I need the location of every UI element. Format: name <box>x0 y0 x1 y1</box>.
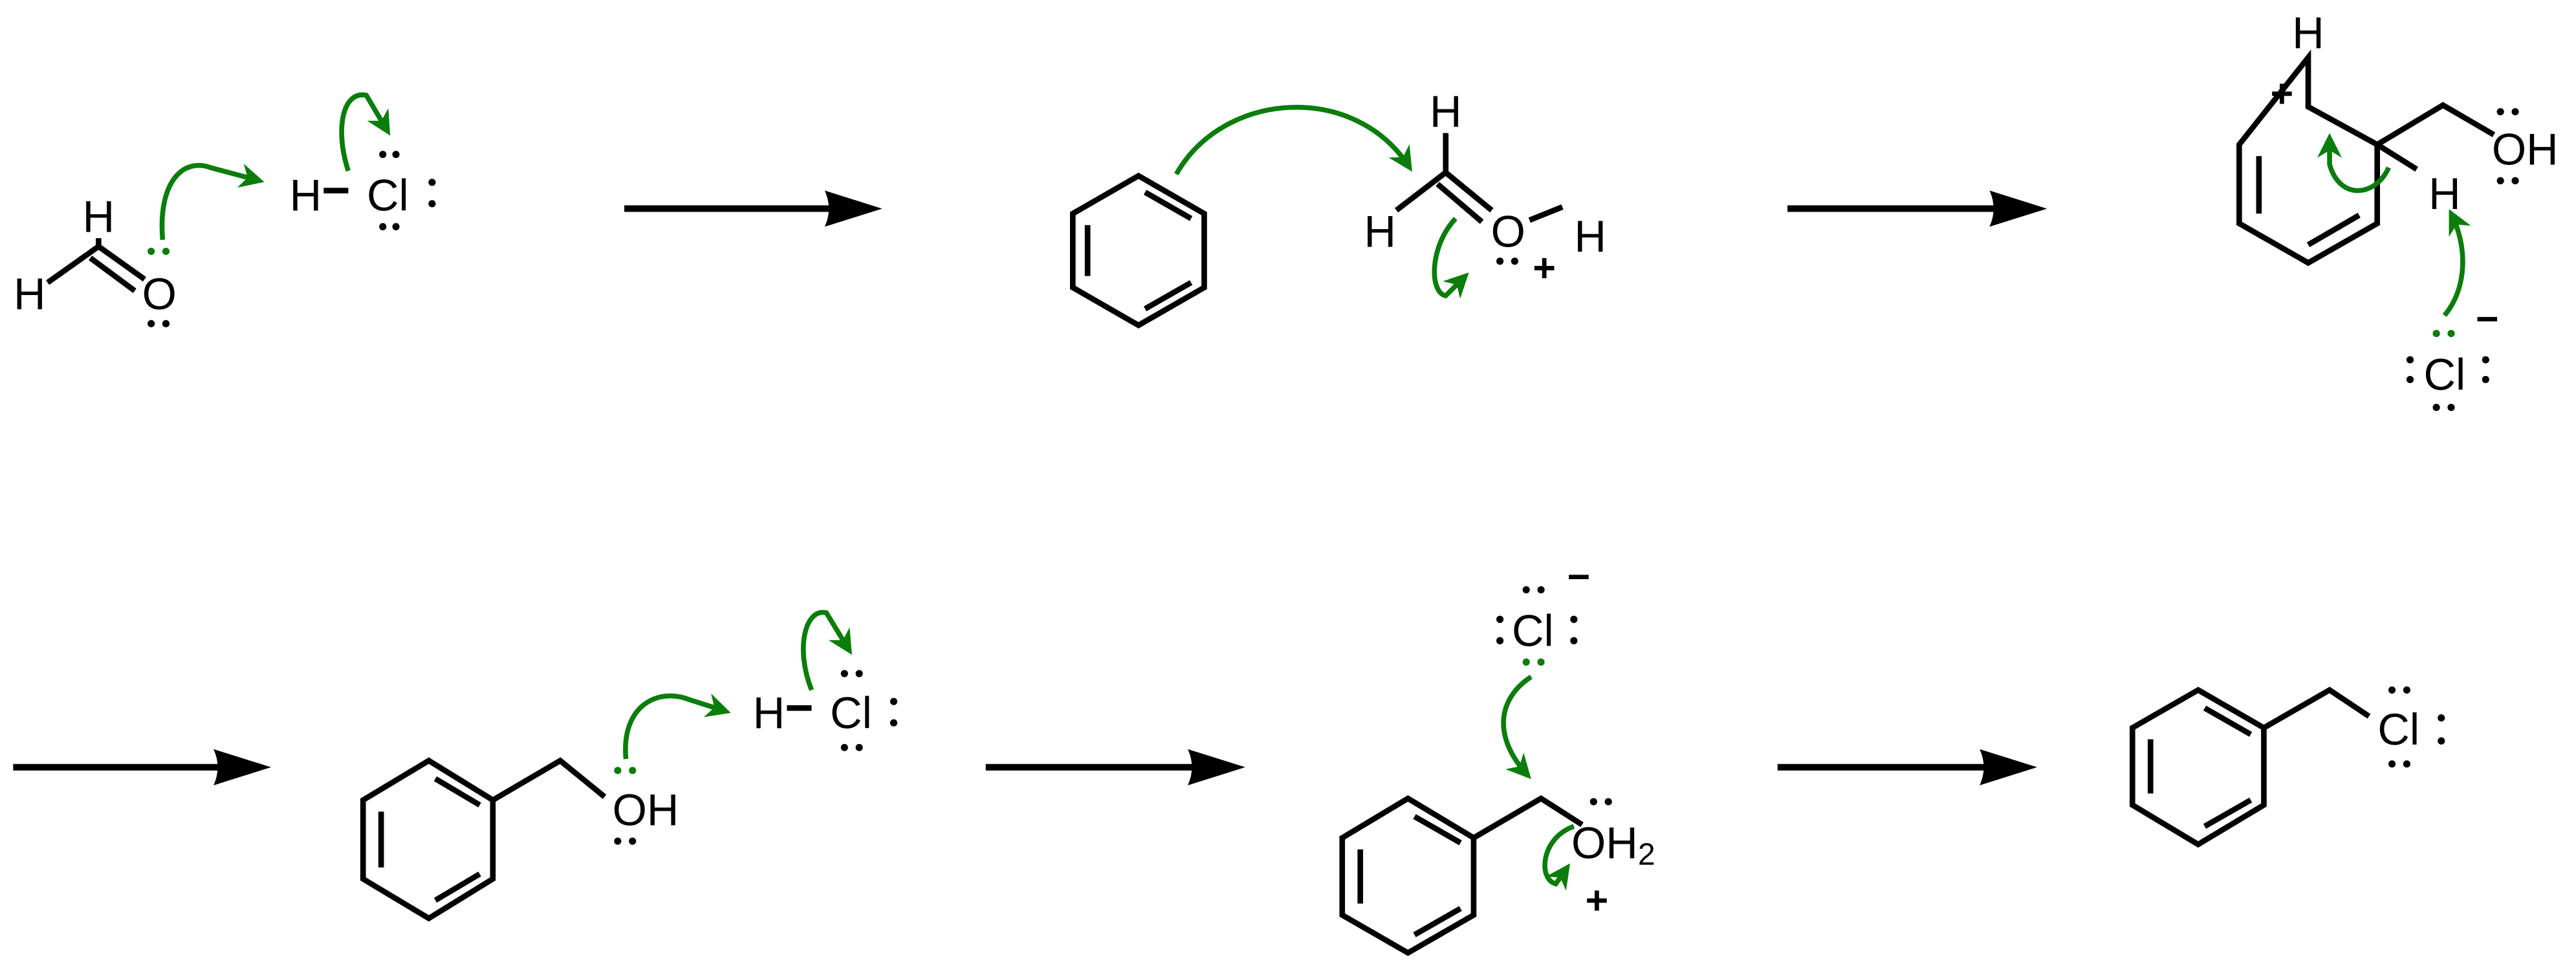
atom-h: H <box>290 171 322 221</box>
atom-cl: Cl <box>367 171 409 221</box>
hydrogen-chloride: H Cl <box>290 151 436 230</box>
formaldehyde: H H O <box>14 192 177 327</box>
bonds <box>46 238 146 293</box>
atom-h: H <box>83 192 115 242</box>
atom-cl: Cl <box>830 688 872 738</box>
chloride-ion: Cl − <box>2406 297 2499 412</box>
atom-cl: Cl <box>2377 705 2419 754</box>
curved-electron-arrow <box>1174 105 1413 176</box>
positive-charge: + <box>2271 72 2294 116</box>
lone-pair-dot <box>147 320 155 327</box>
chloride-ion: Cl − <box>1496 554 1590 666</box>
curved-electron-arrow <box>339 92 391 172</box>
atom-o: O <box>142 269 177 319</box>
atom-h: H <box>2292 8 2324 58</box>
atom-oh: OH <box>2492 125 2559 175</box>
reaction-arrow <box>13 749 272 785</box>
atom-h: H <box>1430 87 1462 137</box>
curved-electron-arrow <box>2317 133 2391 193</box>
curved-electron-arrow <box>1501 674 1533 780</box>
curved-electron-arrow <box>1432 217 1469 299</box>
reaction-arrow <box>624 190 882 227</box>
atom-h: H <box>2429 169 2461 219</box>
curved-electron-arrow <box>1542 824 1575 891</box>
curved-electron-arrow <box>159 162 265 241</box>
protonated-formaldehyde: H H O H + <box>1364 87 1606 290</box>
benzyl-oxonium: OH2 + <box>1339 795 1655 956</box>
curved-electron-arrow <box>801 609 852 691</box>
atom-o: O <box>1491 207 1525 257</box>
atom-h: H <box>14 269 46 319</box>
positive-charge: + <box>1533 246 1556 290</box>
atom-cl: Cl <box>2423 349 2465 399</box>
atom-oh2: OH2 <box>1571 818 1655 872</box>
benzyl-alcohol: OH <box>360 757 679 922</box>
benzene <box>1070 172 1207 329</box>
arenium-intermediate: H + OH H <box>2236 8 2559 267</box>
negative-charge: − <box>1567 554 1591 598</box>
lone-pair-dot <box>162 320 170 327</box>
positive-charge: + <box>1586 878 1609 922</box>
atom-h: H <box>1364 207 1396 257</box>
lone-pair-dot <box>147 247 155 256</box>
atom-oh: OH <box>613 785 679 835</box>
curved-electron-arrow <box>2442 209 2471 317</box>
atom-h: H <box>753 688 785 738</box>
benzyl-chloride: Cl <box>2130 686 2445 848</box>
atom-h: H <box>1575 212 1607 261</box>
lone-pair-dot <box>162 247 170 256</box>
negative-charge: − <box>2476 297 2499 341</box>
curved-electron-arrow <box>623 693 731 760</box>
atom-cl: Cl <box>1512 606 1554 656</box>
hydrogen-chloride: H Cl <box>753 670 898 751</box>
reaction-arrow <box>985 749 1245 785</box>
reaction-arrow <box>1777 749 2038 785</box>
reaction-arrow <box>1787 190 2047 227</box>
